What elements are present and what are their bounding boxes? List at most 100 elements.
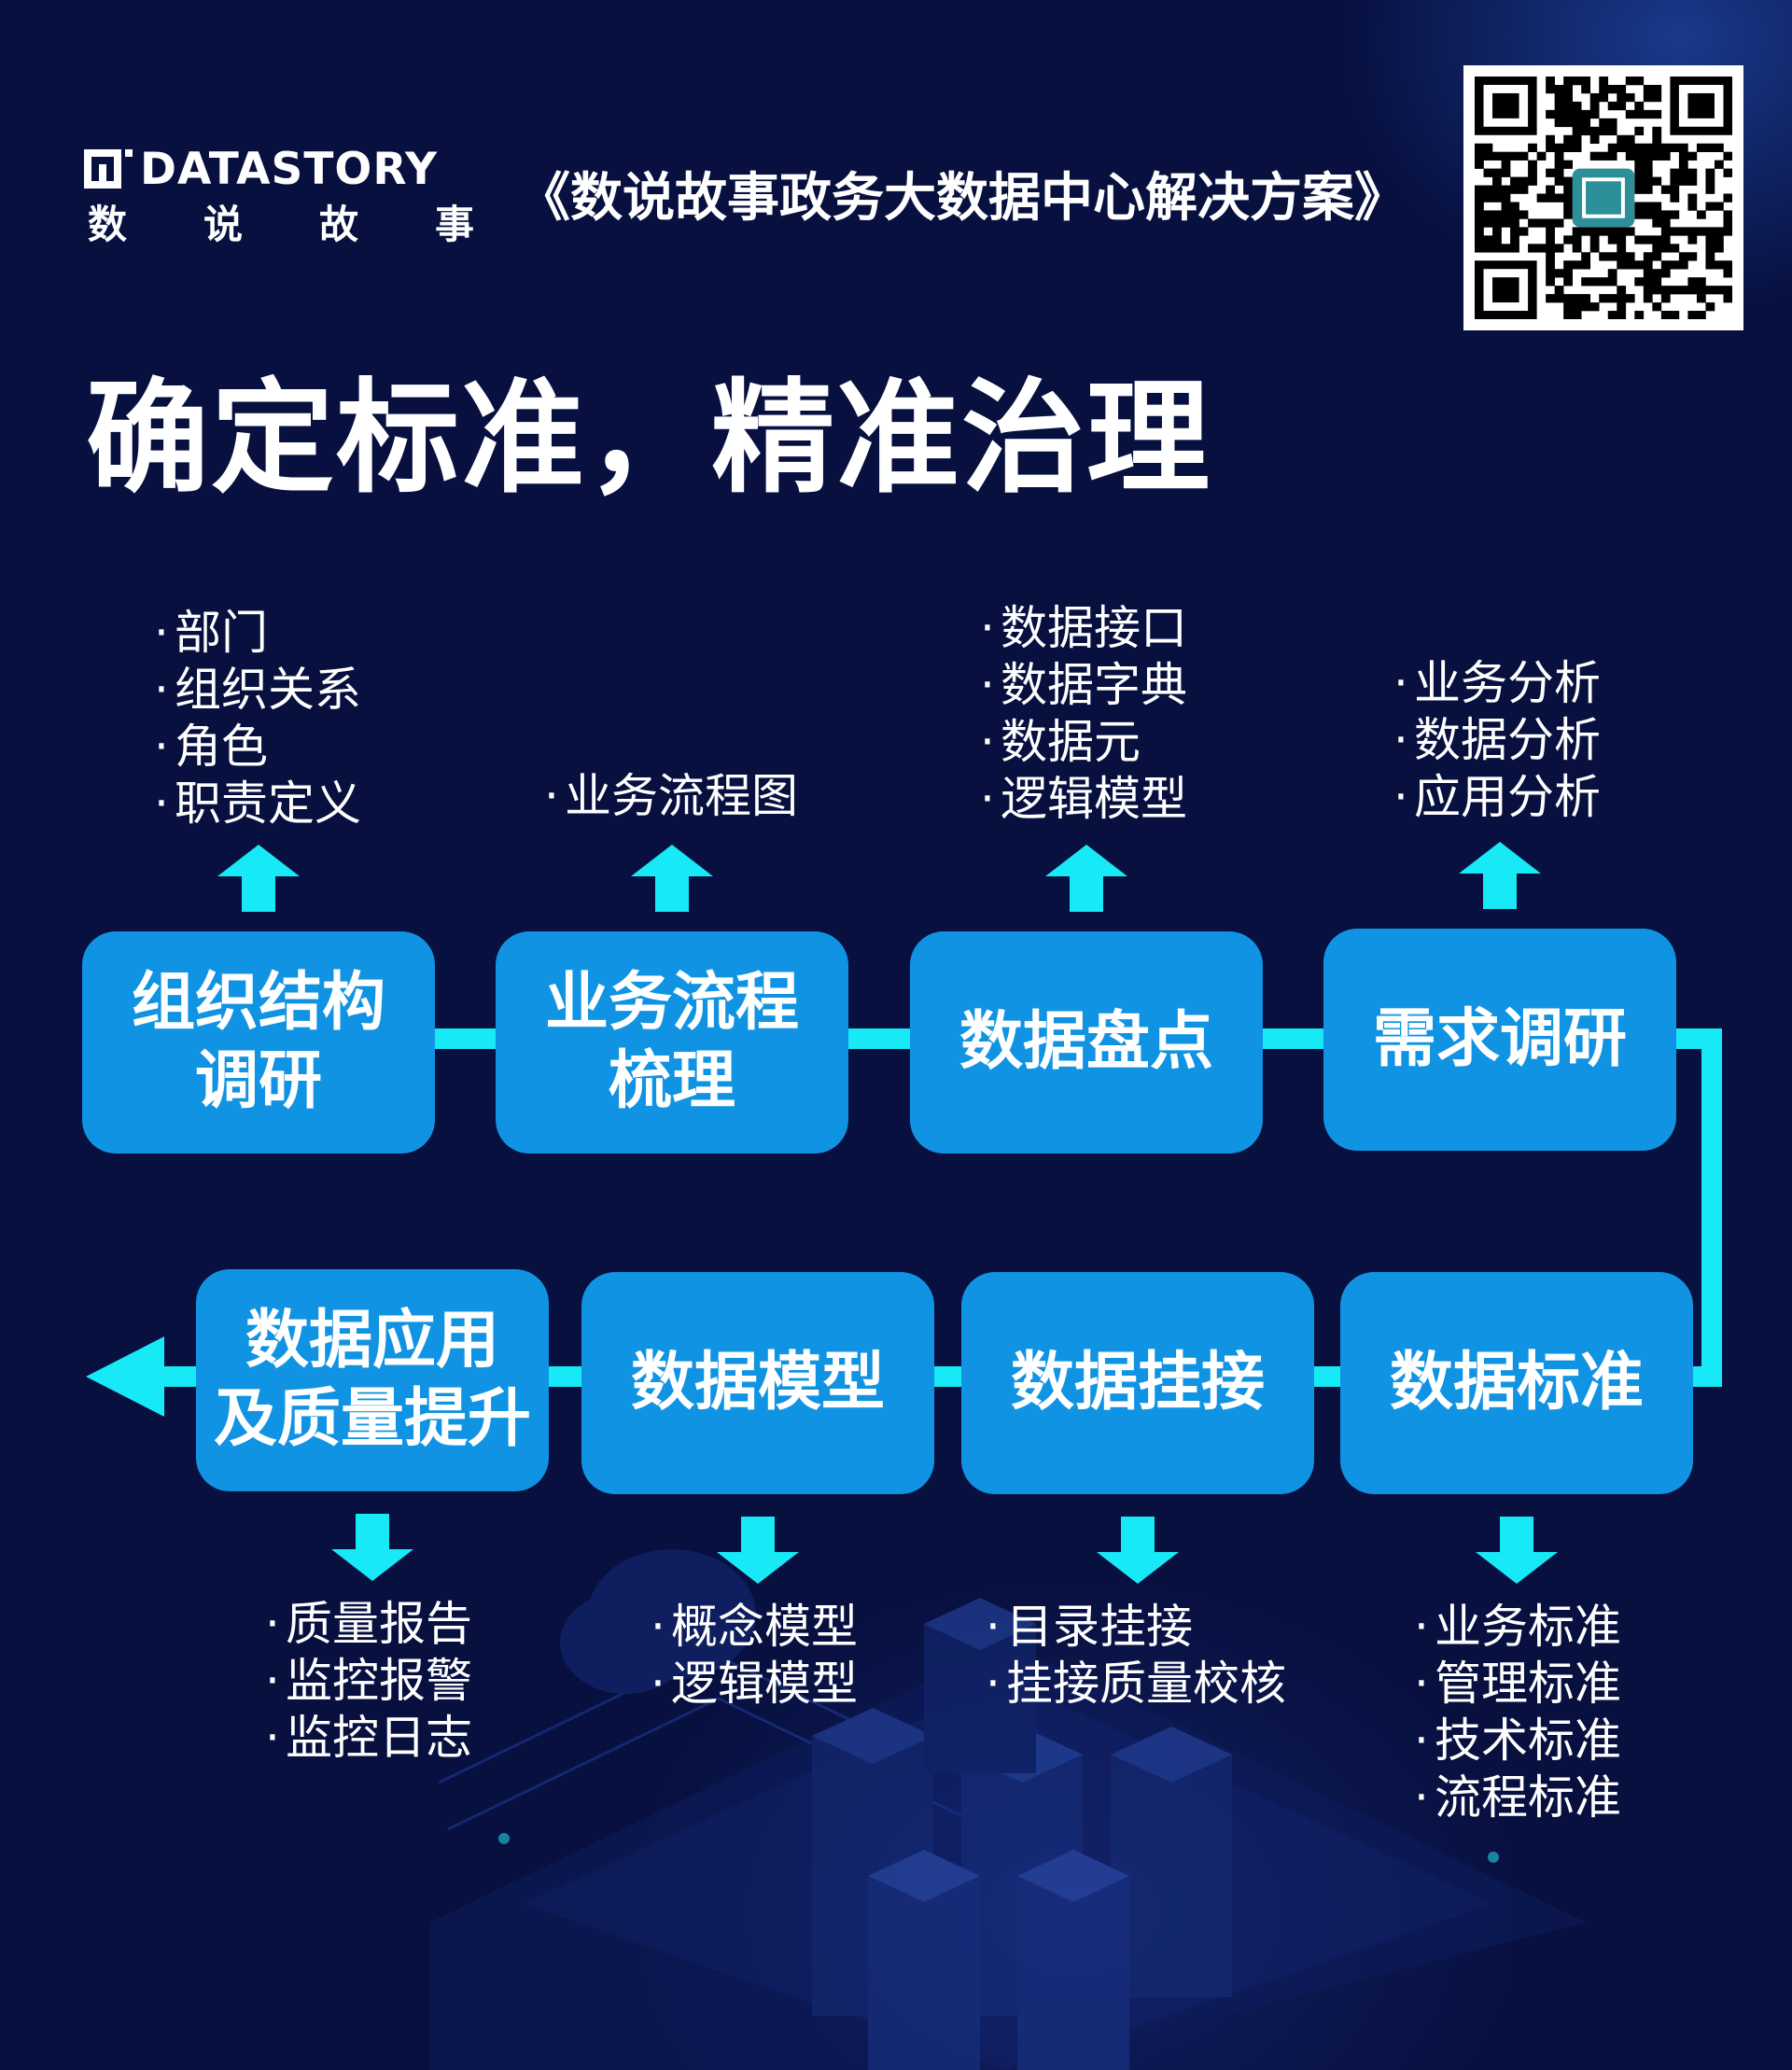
- qr-module: [1589, 277, 1600, 287]
- arrow-up-icon: [217, 845, 300, 912]
- qr-module: [1510, 218, 1519, 228]
- qr-module: [1652, 143, 1662, 152]
- qr-module: [1652, 84, 1662, 94]
- list-item: ·逻辑模型: [651, 1656, 858, 1713]
- qr-module: [1546, 260, 1555, 270]
- qr-module: [1483, 235, 1493, 245]
- qr-module: [1625, 151, 1635, 161]
- qr-module: [1554, 109, 1564, 119]
- qr-module: [1501, 160, 1511, 169]
- qr-module: [1714, 286, 1724, 295]
- qr-module: [1678, 286, 1688, 295]
- qr-module: [1554, 176, 1564, 186]
- qr-module: [1723, 210, 1732, 219]
- qr-module: [1581, 294, 1591, 303]
- qr-module: [1652, 218, 1662, 228]
- qr-module: [1563, 235, 1573, 245]
- qr-module: [1492, 244, 1502, 253]
- qr-module: [1589, 227, 1600, 236]
- qr-module: [1678, 168, 1688, 177]
- qr-module: [1634, 176, 1645, 186]
- qr-module: [1599, 252, 1609, 261]
- qr-module: [1625, 109, 1635, 119]
- qr-module: [1563, 269, 1573, 278]
- qr-module: [1687, 252, 1698, 261]
- step-data-standard[interactable]: 数据标准: [1340, 1272, 1693, 1494]
- qr-module: [1599, 84, 1609, 94]
- step-data-model[interactable]: 数据模型: [581, 1272, 934, 1494]
- step-business-process[interactable]: 业务流程 梳理: [496, 931, 848, 1154]
- list-data-mounting: ·目录挂接 ·挂接质量校核: [986, 1599, 1286, 1713]
- qr-module: [1554, 193, 1564, 203]
- step-data-inventory[interactable]: 数据盘点: [910, 931, 1263, 1154]
- qr-module: [1607, 143, 1617, 152]
- qr-module: [1714, 202, 1724, 211]
- list-item-text: 数据接口: [1001, 601, 1187, 655]
- step-requirement-survey[interactable]: 需求调研: [1323, 929, 1676, 1151]
- qr-module: [1475, 193, 1484, 203]
- step-label: 数据标准: [1389, 1346, 1644, 1420]
- step-data-application-quality[interactable]: 数据应用 及质量提升: [196, 1269, 549, 1491]
- qr-module: [1501, 218, 1511, 228]
- qr-module: [1581, 84, 1591, 94]
- qr-module: [1652, 176, 1662, 186]
- step-data-mounting[interactable]: 数据挂接: [961, 1272, 1314, 1494]
- qr-module: [1528, 244, 1537, 253]
- step-label: 业务流程 梳理: [544, 966, 799, 1118]
- qr-module: [1625, 134, 1635, 145]
- qr-module: [1607, 269, 1617, 278]
- qr-module: [1678, 151, 1688, 161]
- qr-module: [1528, 160, 1537, 169]
- qr-module: [1599, 277, 1609, 287]
- qr-module: [1563, 176, 1573, 186]
- qr-module: [1617, 227, 1627, 236]
- qr-module: [1617, 260, 1627, 270]
- qr-center-logo: [1572, 168, 1635, 228]
- qr-module: [1528, 218, 1537, 228]
- qr-module: [1554, 294, 1564, 303]
- qr-module: [1492, 227, 1502, 236]
- step-organization-survey[interactable]: 组织结构 调研: [82, 931, 435, 1154]
- logo-cn-char: 数: [88, 202, 128, 247]
- step-label: 组织结构 调研: [131, 966, 385, 1118]
- qr-code[interactable]: [1463, 65, 1743, 330]
- bullet-dot: ·: [1414, 1657, 1429, 1711]
- logo-chinese-name: 数 说 故 事: [88, 202, 480, 248]
- qr-module: [1510, 210, 1519, 219]
- arrow-down-icon: [1097, 1517, 1179, 1584]
- bullet-dot: ·: [651, 1600, 665, 1654]
- qr-module: [1475, 185, 1484, 194]
- qr-module: [1634, 202, 1645, 211]
- qr-module: [1589, 244, 1600, 253]
- qr-module: [1687, 151, 1698, 161]
- qr-module: [1687, 227, 1698, 236]
- qr-module: [1643, 260, 1653, 270]
- qr-module: [1563, 311, 1573, 319]
- list-item: ·管理标准: [1414, 1656, 1621, 1713]
- list-item: ·数据接口: [980, 600, 1187, 657]
- list-item-text: 业务分析: [1414, 656, 1601, 710]
- qr-module: [1705, 286, 1715, 295]
- qr-module: [1581, 109, 1591, 119]
- bullet-dot: ·: [154, 606, 169, 660]
- qr-module: [1723, 269, 1732, 278]
- qr-module: [1492, 193, 1502, 203]
- list-item: ·目录挂接: [986, 1599, 1286, 1656]
- qr-module: [1678, 160, 1688, 169]
- qr-module: [1670, 260, 1680, 270]
- qr-module: [1581, 302, 1591, 312]
- qr-module: [1581, 260, 1591, 270]
- qr-module: [1687, 311, 1698, 319]
- qr-module: [1510, 176, 1519, 186]
- qr-module: [1705, 302, 1715, 312]
- list-item: ·角色: [154, 719, 361, 776]
- qr-module: [1687, 277, 1698, 287]
- qr-module: [1546, 244, 1555, 253]
- qr-module: [1617, 134, 1627, 145]
- qr-module: [1510, 202, 1519, 211]
- qr-module: [1652, 210, 1662, 219]
- qr-module: [1581, 277, 1591, 287]
- list-item: ·数据分析: [1393, 712, 1601, 769]
- qr-module: [1625, 77, 1635, 86]
- qr-module: [1687, 202, 1698, 211]
